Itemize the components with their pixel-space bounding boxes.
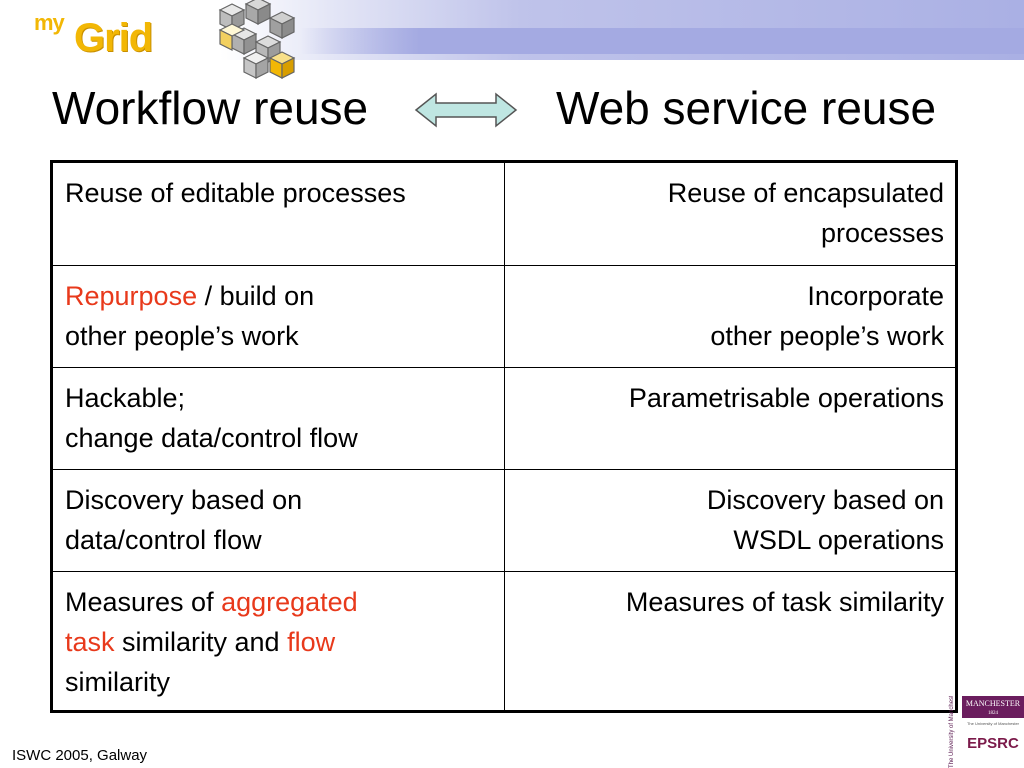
cell-text: Discovery based on: [706, 485, 944, 515]
web-service-reuse-cell: Discovery based on WSDL operations: [503, 469, 957, 572]
table-row: Reuse of editable processes Reuse of enca…: [51, 161, 957, 266]
cell-text: other people’s work: [710, 321, 944, 351]
title-left: Workflow reuse: [52, 82, 369, 134]
cell-text: Discovery based on: [65, 485, 303, 515]
university-logos: MANCHESTER 1824 The University of Manche…: [949, 696, 1024, 768]
web-service-reuse-cell: Parametrisable operations: [503, 367, 957, 470]
table-row: Hackable; change data/control flow Paramet…: [51, 367, 957, 470]
web-service-reuse-cell: Reuse of encapsulated processes: [503, 161, 957, 266]
cube-cluster-icon: [218, 0, 296, 79]
workflow-reuse-cell: Repurpose / build on other people’s work: [51, 265, 505, 368]
web-service-reuse-cell: Measures of task similarity: [503, 571, 957, 712]
university-vertical-text: The University of Manchester: [949, 696, 955, 768]
slide-title: Workflow reuse Web service reuse: [0, 80, 1024, 136]
cell-text: similarity: [65, 667, 170, 697]
cell-text: Measures of: [65, 587, 222, 617]
manchester-sub: The University of Manchester: [967, 721, 1020, 726]
cell-text: Hackable;: [65, 383, 186, 413]
cell-text: similarity and: [114, 627, 288, 657]
cell-text: Incorporate: [807, 281, 944, 311]
web-service-reuse-cell: Incorporate other people’s work: [503, 265, 957, 368]
cell-text: Measures of task similarity: [625, 587, 944, 617]
comparison-table: Reuse of editable processes Reuse of enca…: [50, 160, 958, 713]
workflow-reuse-cell: Reuse of editable processes: [51, 161, 505, 266]
cell-text: change data/control flow: [65, 423, 358, 453]
cell-text: other people’s work: [65, 321, 299, 351]
epsrc-wordmark: EPSRC: [967, 735, 1019, 752]
workflow-reuse-cell: Hackable; change data/control flow: [51, 367, 505, 470]
manchester-wordmark: MANCHESTER: [966, 699, 1021, 708]
title-right: Web service reuse: [556, 82, 937, 134]
cell-text: Parametrisable operations: [628, 383, 944, 413]
header-stripe: [300, 28, 1024, 54]
logo-grid-text: Grid: [74, 16, 153, 60]
manchester-year: 1824: [988, 711, 999, 716]
highlight-text: aggregated: [221, 587, 358, 617]
cell-text: data/control flow: [65, 525, 262, 555]
header-band: [0, 0, 1024, 60]
double-arrow-icon: [414, 92, 518, 128]
highlight-text: flow: [287, 627, 336, 657]
highlight-text: task: [65, 627, 115, 657]
table-row: Measures of aggregated task similarity an…: [51, 571, 957, 712]
cell-text: processes: [820, 218, 944, 248]
workflow-reuse-cell: Measures of aggregated task similarity an…: [51, 571, 505, 712]
logo-my-text: my: [34, 10, 65, 35]
highlight-text: Repurpose: [65, 281, 198, 311]
workflow-reuse-cell: Discovery based on data/control flow: [51, 469, 505, 572]
cell-text: / build on: [197, 281, 315, 311]
cell-text: WSDL operations: [733, 525, 944, 555]
cell-text: Reuse of editable processes: [65, 178, 406, 208]
footer-text: ISWC 2005, Galway: [12, 747, 148, 764]
cell-text: Reuse of encapsulated: [667, 178, 944, 208]
